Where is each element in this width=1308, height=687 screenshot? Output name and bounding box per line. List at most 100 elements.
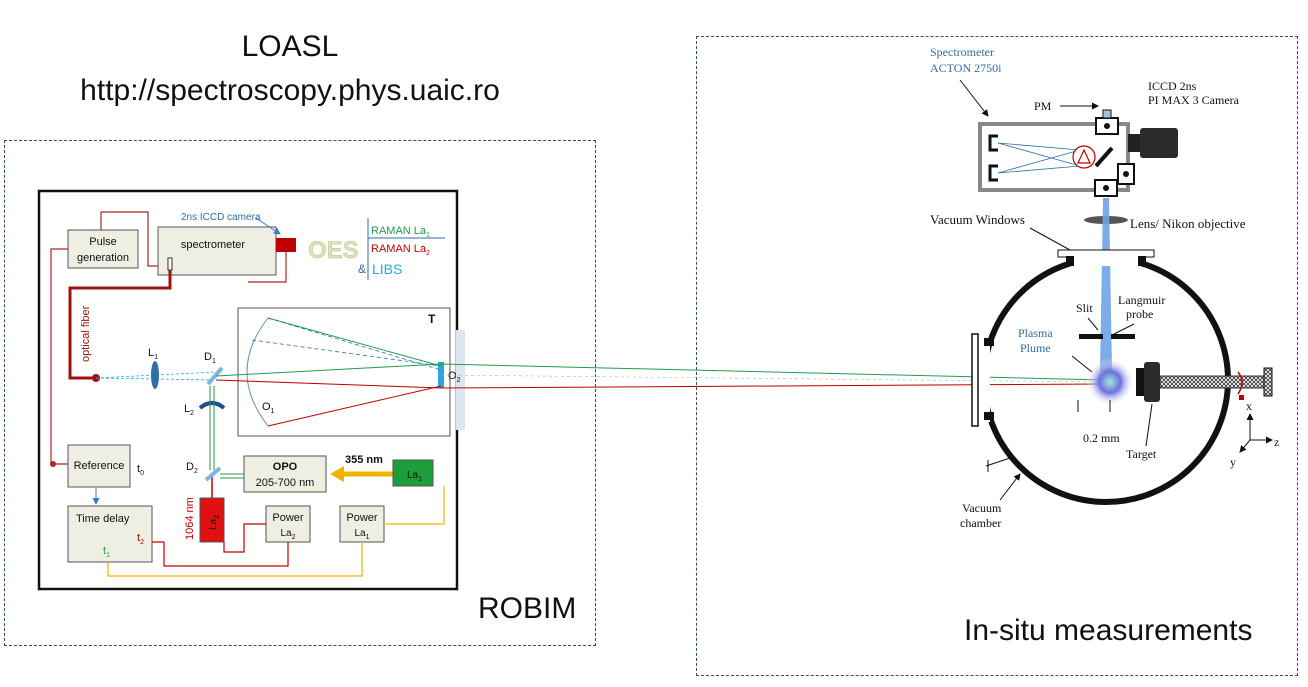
remote-green-ray <box>440 363 1105 381</box>
side-port-flange-top <box>984 338 994 346</box>
reference-node <box>50 461 56 467</box>
power-la2-title: Power <box>272 512 304 524</box>
lens-l2 <box>198 401 226 410</box>
vacuum-chamber-pointer <box>999 473 1021 501</box>
nm355-label: 355 nm <box>345 454 383 466</box>
reference-label: Reference <box>74 460 125 472</box>
rotation-arrow-tip <box>1239 395 1244 400</box>
l1-label: L1 <box>148 347 158 361</box>
rod-end-plate <box>1263 367 1273 397</box>
acton-label-line2: ACTON 2750i <box>930 61 1002 75</box>
power-la2-box <box>265 505 311 543</box>
pm-label: PM <box>1034 99 1052 113</box>
blue-ray-2 <box>251 339 442 367</box>
slit-right <box>1111 334 1135 339</box>
side-port-flange-bottom <box>984 412 994 420</box>
side-port-gap <box>976 338 990 422</box>
slit-left <box>1079 334 1103 339</box>
spectrometer-slit <box>167 257 173 271</box>
reference-box <box>67 444 131 488</box>
l2-label: L2 <box>184 403 194 417</box>
power-la1-title: Power <box>346 512 378 524</box>
iccd-label-line1: ICCD 2ns <box>1148 79 1197 93</box>
slit-pointer <box>1087 317 1099 331</box>
iccd-camera-block <box>276 238 296 252</box>
t2-label: t2 <box>137 532 144 546</box>
in-situ-caption: In-situ measurements <box>964 614 1253 647</box>
t0-label: t0 <box>137 463 144 477</box>
grating-icon <box>1077 148 1091 164</box>
pulse-to-reference-wire <box>50 248 68 465</box>
axis-z-label: z <box>1274 435 1279 449</box>
vacuum-chamber-label-line1: Vacuum <box>962 501 1002 515</box>
red-ray-1 <box>267 385 442 427</box>
target-pointer <box>1145 403 1153 447</box>
oes-label: OES <box>308 237 359 264</box>
mirror-d1 <box>206 366 224 386</box>
opo-range: 205-700 nm <box>256 477 315 489</box>
pulse-generation-box <box>67 229 139 269</box>
power-la2-wire <box>223 523 266 553</box>
plasma-label-line1: Plasma <box>1018 326 1053 340</box>
vacuum-chamber-label-line2: chamber <box>960 516 1001 530</box>
robim-setup: Pulse generation spectrometer 2ns ICCD c… <box>37 189 465 591</box>
o1-label: O1 <box>262 401 275 415</box>
plasma-plume <box>1086 358 1134 406</box>
optical-fiber-label: optical fiber <box>80 305 92 362</box>
raman-la1-label: RAMAN La1 <box>371 225 430 239</box>
exit-mirror <box>1094 146 1114 168</box>
green-ray-2 <box>215 363 442 377</box>
spectrometer-box <box>157 226 277 276</box>
t-box <box>237 307 451 437</box>
pm-window <box>1102 109 1112 119</box>
robim-caption: ROBIM <box>478 592 577 625</box>
time-delay-label: Time delay <box>76 513 130 525</box>
d2-label: D2 <box>186 461 198 475</box>
header-url[interactable]: http://spectroscopy.phys.uaic.ro <box>80 74 500 107</box>
in-situ-panel <box>696 36 1298 676</box>
laser-la1 <box>392 459 434 487</box>
d1-label: D1 <box>204 351 216 365</box>
camera-pointer <box>255 217 281 235</box>
target-face <box>1136 368 1144 396</box>
spectro-ray-3 <box>997 149 1081 174</box>
langmuir-pointer <box>1113 323 1135 335</box>
blue-ray-1 <box>267 317 442 371</box>
t-label: T <box>428 312 436 326</box>
axis-y-line <box>1239 439 1251 453</box>
entrance-slit-dot <box>1103 185 1109 191</box>
spectrometer-mirror-lower <box>988 164 998 182</box>
target-label: Target <box>1126 447 1157 461</box>
camera-mount <box>1128 134 1140 152</box>
t1-trigger-wire <box>107 542 363 577</box>
axis-y-label: y <box>1230 455 1236 469</box>
spectrometer-mirror-upper <box>988 134 998 152</box>
power-la1-sub: La1 <box>354 528 369 541</box>
slit-label: Slit <box>1076 301 1093 315</box>
remote-blue-ray <box>440 374 1105 383</box>
o2-label: O2 <box>448 370 461 384</box>
libs-label: LIBS <box>372 261 402 277</box>
plasma-pointer <box>1071 355 1093 373</box>
in-situ-setup: Spectrometer ACTON 2750i ICCD 2ns PI MAX… <box>930 45 1279 530</box>
spectro-ray-4 <box>997 165 1081 174</box>
iccd-label-line2: PI MAX 3 Camera <box>1148 93 1240 107</box>
rotation-arrow <box>1237 371 1243 395</box>
power-la1-wire <box>384 486 445 525</box>
laser-la2 <box>199 497 225 543</box>
robim-panel <box>4 140 596 646</box>
opo-box <box>243 455 327 493</box>
header-title: LOASL <box>241 30 339 63</box>
camera-label: 2ns ICCD camera <box>181 212 261 223</box>
light-beam <box>1100 198 1112 372</box>
spectro-ray-1 <box>997 142 1081 151</box>
vacuum-windows-label: Vacuum Windows <box>930 212 1025 227</box>
target-holder <box>1144 362 1160 402</box>
axis-x-label: x <box>1246 399 1252 413</box>
opo-label: OPO <box>273 461 298 473</box>
ground-line <box>985 457 1011 467</box>
langmuir-label-line1: Langmuir <box>1118 293 1165 307</box>
optical-fiber <box>68 270 172 380</box>
iccd-port-dot <box>1123 171 1129 177</box>
